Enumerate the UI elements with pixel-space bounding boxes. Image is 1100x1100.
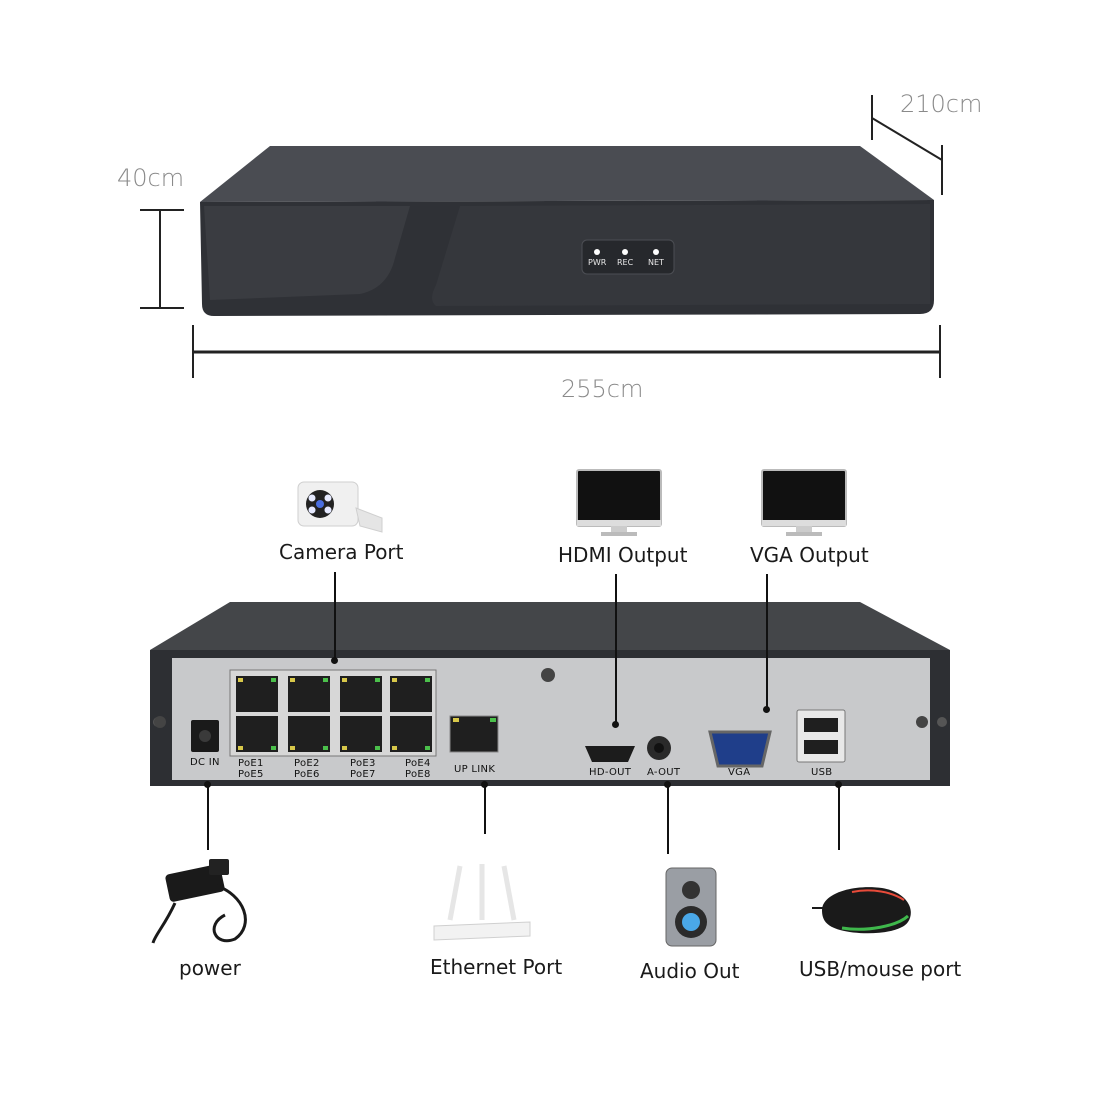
vga-monitor-icon [761,469,847,536]
speaker-icon [665,867,717,947]
width-dimension-label: 255cm [561,375,644,403]
usb-label: USB [811,767,833,778]
audio-out-caption: Audio Out [640,959,740,983]
vga-label: VGA [728,767,751,778]
audio-callout-line [667,784,669,854]
vga-port [708,730,772,768]
nvr-front-left-panel [204,206,410,300]
camera-port-callout-line [334,572,336,660]
usb-callout-dot [835,781,842,788]
vga-output-caption: VGA Output [750,543,869,567]
depth-dimension-line [871,117,943,161]
ethernet-callout-dot [481,781,488,788]
hdmi-port [585,746,635,762]
bullet-camera-icon [297,481,383,533]
height-dimension-label: 40cm [117,164,185,192]
hd-out-label: HD-OUT [589,767,632,778]
poe-pair-label: PoE3 PoE7 [350,758,376,780]
screw-icon [937,717,947,727]
nvr-front-right-panel [432,204,930,306]
usb-mouse-port-caption: USB/mouse port [799,957,962,981]
a-out-label: A-OUT [647,767,681,778]
hdmi-monitor-icon [576,469,662,536]
usb-ports [796,709,846,763]
screw-icon [154,716,166,728]
power-caption: power [179,956,241,980]
camera-port-callout-dot [331,657,338,664]
pwr-led-label: PWR [588,258,607,267]
power-adapter-icon [151,859,247,944]
hdmi-callout-line [615,574,617,724]
pwr-led-icon [594,249,600,255]
screw-icon [541,668,555,682]
rear-view-diagram [150,602,950,786]
usb-callout-line [838,784,840,850]
rec-led-icon [622,249,628,255]
power-callout-line [207,784,209,850]
poe-pair-label: PoE2 PoE6 [294,758,320,780]
nvr-rear-top-surface [150,602,950,650]
audio-callout-dot [664,781,671,788]
ethernet-callout-line [484,784,486,834]
depth-dimension-label: 210cm [900,90,983,118]
vga-callout-dot [763,706,770,713]
poe-pair-label: PoE4 PoE8 [405,758,431,780]
vga-callout-line [766,574,768,709]
wifi-router-icon [433,864,531,941]
rec-led-label: REC [617,258,634,267]
up-link-label: UP LINK [454,764,496,775]
nvr-top-surface [200,146,934,202]
net-led-label: NET [648,258,664,267]
camera-port-caption: Camera Port [279,540,404,564]
led-panel [581,239,675,275]
poe-pair-label: PoE1 PoE5 [238,758,264,780]
hdmi-callout-dot [612,721,619,728]
gaming-mouse-icon [812,887,911,934]
ethernet-port-caption: Ethernet Port [430,955,563,979]
dc-in-label: DC IN [190,757,220,768]
power-callout-dot [204,781,211,788]
net-led-icon [653,249,659,255]
front-view-diagram [140,95,943,378]
screw-icon [916,716,928,728]
hdmi-output-caption: HDMI Output [558,543,688,567]
